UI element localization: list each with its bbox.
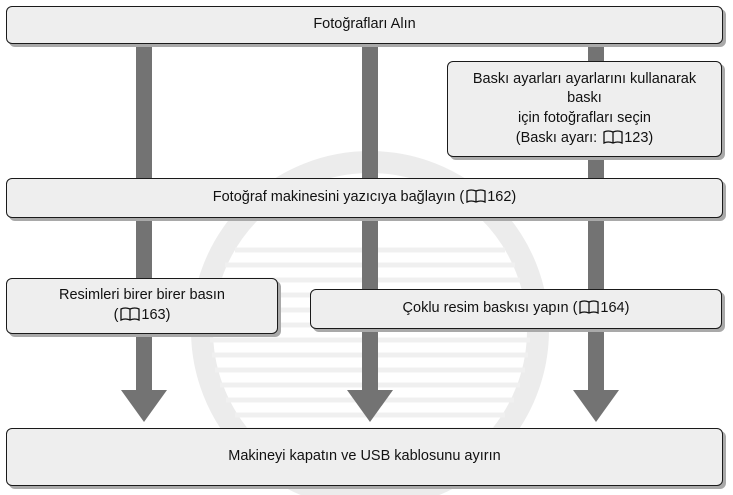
arrow-right-head — [573, 390, 619, 422]
step-turn-off-disconnect: Makineyi kapatın ve USB kablosunu ayırın — [6, 428, 723, 486]
step-multi-image-print: Çoklu resim baskısı yapın ( 164) — [310, 289, 722, 329]
arrow-left-shaft — [136, 44, 152, 394]
multi-print-label-prefix: Çoklu resim baskısı yapın ( — [402, 300, 578, 317]
step-print-one-by-one: Resimleri birer birer basın (163) — [6, 278, 278, 334]
print-one-line1: Resimleri birer birer basın — [59, 287, 225, 304]
step-select-print-settings: Baskı ayarları ayarlarını kullanarak bas… — [447, 61, 722, 157]
print-one-ref-prefix: ( — [113, 307, 119, 323]
book-icon — [579, 300, 600, 315]
arrow-middle-head — [347, 390, 393, 422]
step-take-photos-label: Fotoğrafları Alın — [313, 16, 416, 33]
step-take-photos: Fotoğrafları Alın — [6, 6, 723, 44]
print-settings-line1: Baskı ayarları ayarlarını kullanarak bas… — [472, 70, 697, 107]
disconnect-label: Makineyi kapatın ve USB kablosunu ayırın — [228, 448, 501, 465]
book-icon — [466, 189, 486, 204]
arrow-left-head — [121, 390, 167, 422]
step-connect-printer: Fotoğraf makinesini yazıcıya bağlayın ( 1… — [6, 178, 723, 218]
connect-label-prefix: Fotoğraf makinesini yazıcıya bağlayın ( — [212, 189, 465, 206]
print-settings-ref-prefix: (Baskı ayarı: — [515, 129, 602, 146]
connect-ref-page: 162) — [487, 189, 517, 206]
print-settings-ref-page: 123) — [624, 129, 654, 146]
multi-print-ref-page: 164) — [600, 300, 630, 317]
print-settings-line2: için fotoğrafları seçin — [518, 110, 651, 126]
book-icon — [120, 307, 141, 321]
print-one-ref-page: 163) — [141, 307, 171, 323]
book-icon — [603, 129, 623, 144]
arrow-middle-shaft — [362, 44, 378, 394]
